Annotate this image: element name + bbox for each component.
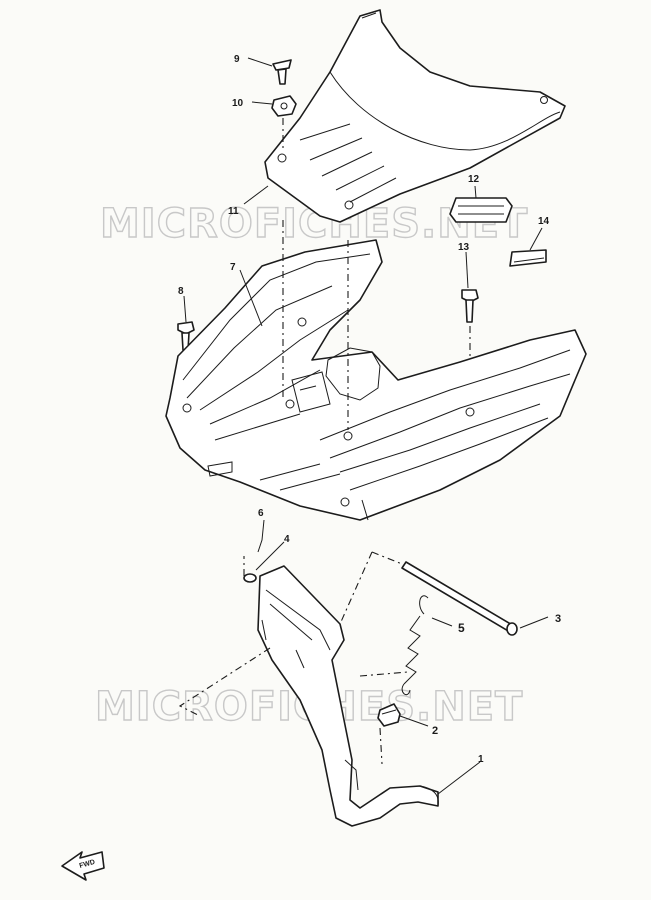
front-arrow-label: FWD	[79, 859, 96, 870]
callout-8: 8	[178, 286, 184, 297]
floor-board-part-7	[165, 239, 587, 521]
callout-10: 10	[232, 98, 244, 109]
shaft-part-3	[401, 561, 518, 636]
callout-7: 7	[230, 262, 236, 273]
main-stand-part-1	[257, 565, 439, 827]
callout-5: 5	[458, 621, 465, 635]
callout-6: 6	[258, 508, 264, 519]
nut-clip-part-10	[271, 95, 297, 117]
callout-4: 4	[284, 534, 290, 545]
callout-3: 3	[555, 613, 561, 625]
callout-9: 9	[234, 54, 240, 65]
washer-part-4	[243, 573, 257, 583]
callout-2: 2	[432, 725, 438, 737]
screw-part-9	[272, 59, 292, 85]
callout-12: 12	[468, 174, 480, 185]
callout-13: 13	[458, 242, 470, 253]
callout-11: 11	[228, 206, 239, 217]
pad-part-12	[449, 197, 513, 223]
bolt-part-13	[461, 289, 479, 323]
label-part-14	[509, 249, 547, 267]
front-direction-arrow: FWD	[61, 851, 105, 881]
leader-lines	[183, 57, 549, 795]
spring-part-5	[401, 595, 429, 696]
callout-1: 1	[478, 754, 484, 765]
bolt-part-8	[177, 321, 195, 351]
upper-cover-part-11	[264, 9, 566, 223]
stopper-part-2	[377, 703, 401, 727]
callout-14: 14	[538, 216, 550, 227]
